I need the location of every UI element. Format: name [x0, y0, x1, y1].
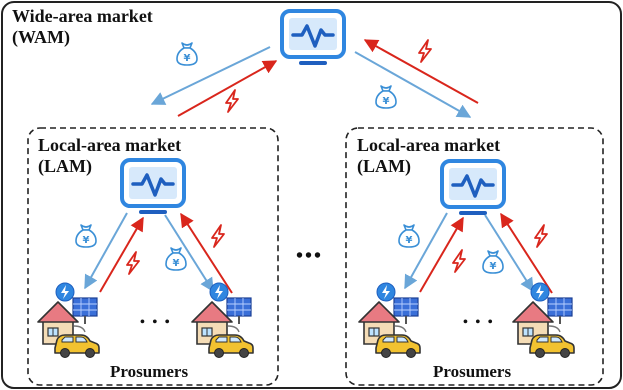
- money-bag-icon: [176, 42, 198, 66]
- power-flow-prosumer-1-to-lam-left: [99, 216, 144, 293]
- lam-right-title-line2: (LAM): [357, 156, 411, 176]
- lightning-bolt-icon: [534, 224, 548, 248]
- wam-market-icon: [280, 9, 346, 67]
- money-flow-wam-to-lam-left: [150, 46, 271, 105]
- lightning-bolt-icon: [225, 89, 239, 113]
- money-flow-lam-left-to-prosumer-1: [84, 212, 128, 290]
- lightning-bolt-icon: [211, 224, 225, 248]
- money-bag-icon: [398, 224, 420, 248]
- lam-left-frame: [27, 127, 279, 386]
- prosumer-left-1: [37, 282, 100, 359]
- money-flow-lam-right-to-prosumer-2: [484, 214, 534, 293]
- wam-title: Wide-area market (WAM): [12, 6, 153, 48]
- power-flow-lam-right-to-wam: [363, 39, 479, 104]
- power-flow-lam-left-to-wam: [177, 60, 278, 117]
- lam-right-title: Local-area market (LAM): [357, 135, 500, 177]
- prosumers-left-label: Prosumers: [110, 362, 189, 381]
- prosumer-right-1: [358, 282, 421, 359]
- lightning-bolt-icon: [452, 249, 466, 273]
- prosumer-right-2: [512, 282, 575, 359]
- money-flow-lam-right-to-prosumer-1: [404, 212, 448, 290]
- wam-title-line2: (WAM): [12, 27, 70, 47]
- lam-right-title-line1: Local-area market: [357, 135, 501, 155]
- power-flow-prosumer-2-to-lam-left: [180, 212, 233, 294]
- lightning-bolt-icon: [126, 251, 140, 275]
- houses-ellipsis-left: • • •: [140, 315, 172, 330]
- lam-left-title-line2: (LAM): [38, 156, 92, 176]
- money-bag-icon: [375, 85, 397, 109]
- lam-right-frame: [345, 127, 604, 386]
- money-bag-icon: [75, 224, 97, 248]
- money-flow-wam-to-lam-right: [354, 51, 472, 118]
- wam-title-line1: Wide-area market: [12, 6, 153, 26]
- money-bag-icon: [165, 247, 187, 271]
- power-flow-prosumer-1-to-lam-right: [419, 216, 464, 293]
- markets-ellipsis: •••: [296, 245, 324, 267]
- lam-left-title: Local-area market (LAM): [38, 135, 181, 177]
- prosumers-right-label: Prosumers: [433, 362, 512, 381]
- houses-ellipsis-right: • • •: [463, 315, 495, 330]
- lightning-bolt-icon: [418, 39, 432, 63]
- money-flow-lam-left-to-prosumer-2: [164, 214, 214, 293]
- prosumer-left-2: [191, 282, 254, 359]
- lam-left-title-line1: Local-area market: [38, 135, 182, 155]
- power-flow-prosumer-2-to-lam-right: [500, 212, 553, 294]
- money-bag-icon: [482, 250, 504, 274]
